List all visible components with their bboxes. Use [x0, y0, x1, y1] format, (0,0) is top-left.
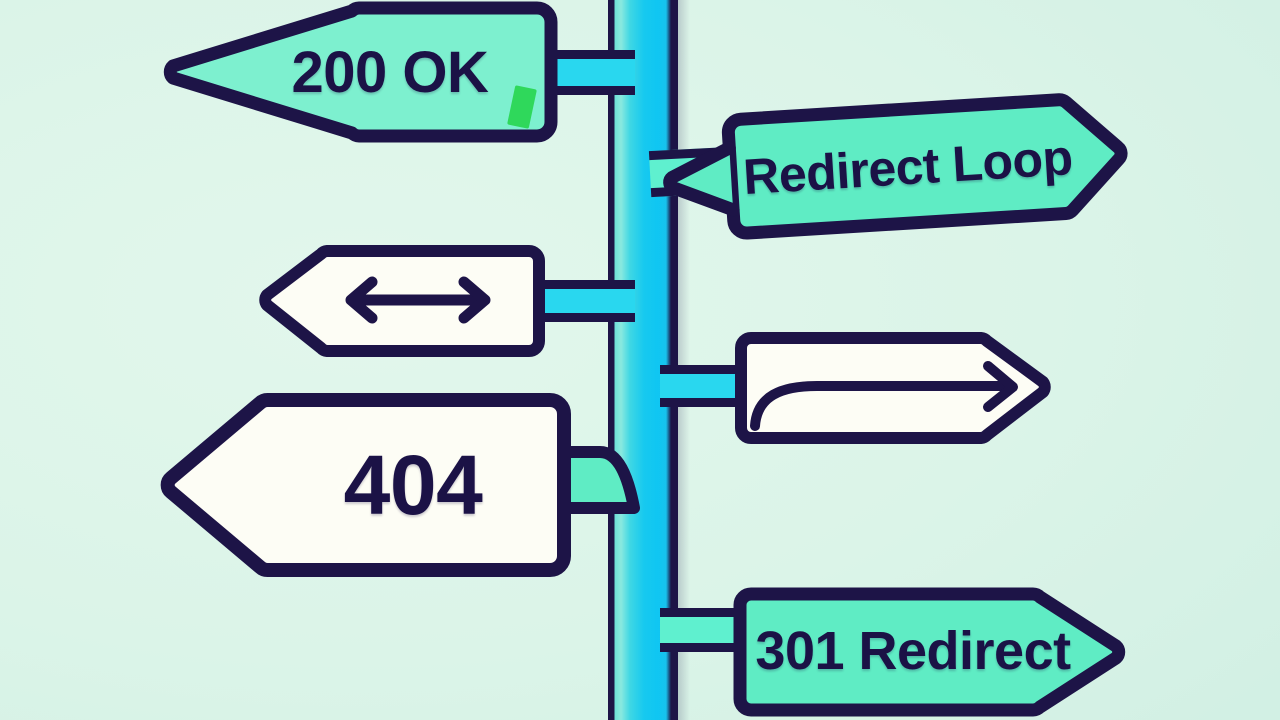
- double-arrow-icon: [345, 276, 491, 324]
- sign-404[interactable]: 404: [158, 390, 578, 580]
- sign-curved-arrow[interactable]: [733, 330, 1058, 446]
- sign-redirect-loop[interactable]: Redirect Loop: [643, 73, 1142, 268]
- curved-arrow-right-icon: [750, 361, 1018, 431]
- sign-301-redirect[interactable]: 301 Redirect: [733, 586, 1133, 718]
- signpost-pole: [608, 0, 678, 720]
- sign-bidirectional[interactable]: [255, 243, 555, 359]
- sign-200-ok[interactable]: 200 OK: [155, 1, 565, 143]
